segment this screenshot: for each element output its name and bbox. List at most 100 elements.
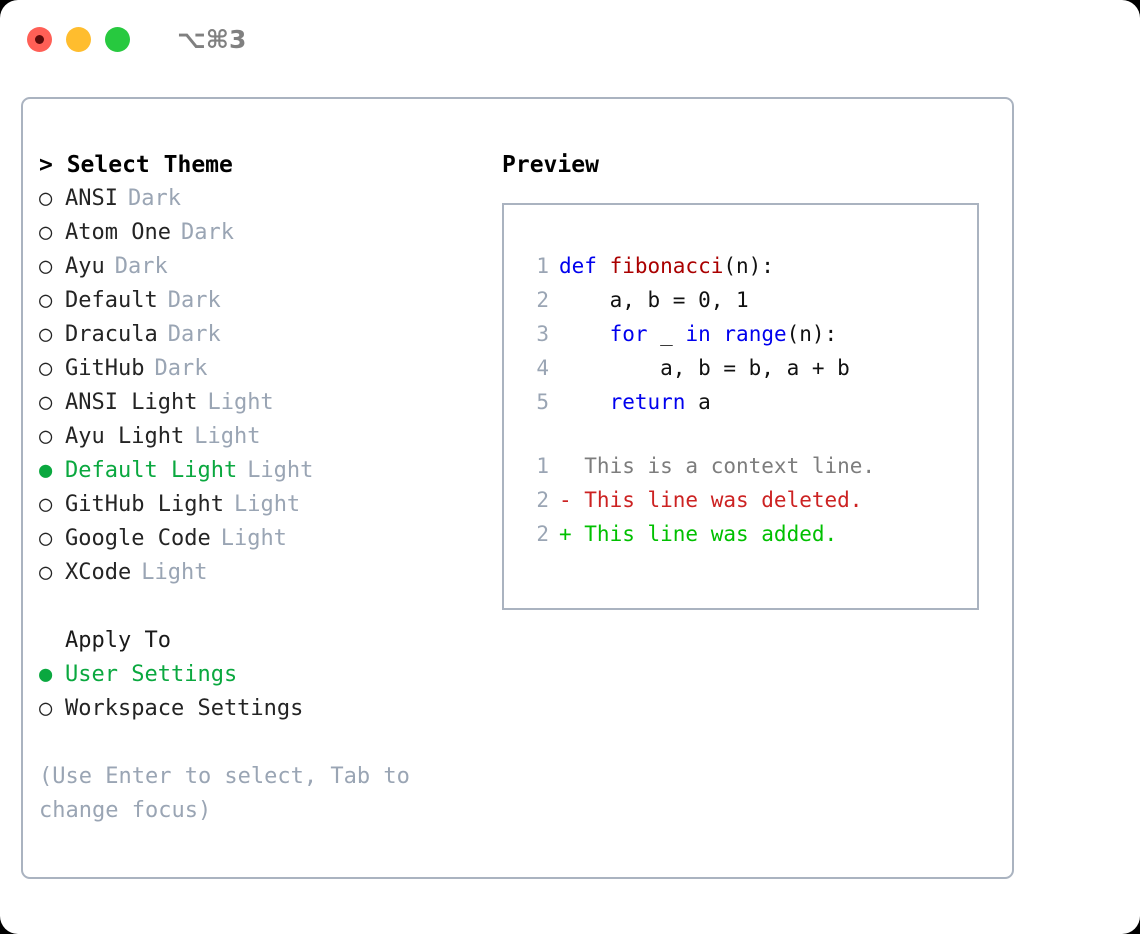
theme-option-tag: Light (194, 424, 261, 449)
code-token-txt (711, 322, 724, 346)
radio-selected-icon: ● (39, 662, 53, 687)
theme-option-tag: Dark (167, 322, 221, 347)
line-number: 2 (536, 288, 549, 312)
code-line: 4 a, b = b, a + b (523, 351, 969, 385)
theme-option-default[interactable]: ○ Default Dark (39, 284, 489, 318)
theme-option-google-code[interactable]: ○ Google Code Light (39, 522, 489, 556)
code-token-del: - This line was deleted. (559, 488, 863, 512)
radio-unselected-icon: ○ (39, 390, 53, 415)
title-bar: ⌥⌘3 (0, 0, 1140, 78)
theme-option-label: GitHub Light (65, 492, 224, 517)
line-number: 2 (536, 488, 549, 512)
theme-option-tag: Dark (127, 186, 181, 211)
apply-to-option-label: User Settings (65, 662, 238, 687)
theme-option-tag: Light (207, 390, 274, 415)
theme-option-label: Atom One (65, 220, 171, 245)
line-number: 1 (536, 254, 549, 278)
radio-unselected-icon: ○ (39, 560, 53, 585)
diff-line: 1 This is a context line. (523, 449, 969, 483)
theme-option-tag: Dark (180, 220, 234, 245)
radio-unselected-icon: ○ (39, 186, 53, 211)
preview-title: Preview (502, 152, 599, 178)
radio-unselected-icon: ○ (39, 696, 53, 721)
code-token-kw: for (609, 322, 648, 346)
apply-to-list[interactable]: ● User Settings ○Workspace Settings (39, 658, 489, 726)
theme-option-label: Ayu (65, 254, 105, 279)
theme-option-ayu[interactable]: ○ Ayu Dark (39, 250, 489, 284)
code-token-kw: return (609, 390, 686, 414)
hint-spacer (39, 726, 489, 760)
code-token-ctx: This is a context line. (559, 454, 876, 478)
theme-option-ansi[interactable]: ○ ANSI Dark (39, 182, 489, 216)
radio-unselected-icon: ○ (39, 322, 53, 347)
code-token-txt: a (685, 390, 711, 414)
theme-option-ayu-light[interactable]: ○ Ayu Light Light (39, 420, 489, 454)
minimize-button[interactable] (66, 26, 91, 52)
diff-sample: 1 This is a context line. 2 - This line wa… (523, 449, 969, 551)
theme-option-ansi-light[interactable]: ○ ANSI Light Light (39, 386, 489, 420)
radio-unselected-icon: ○ (39, 492, 53, 517)
code-token-txt: a, b = b, a + b (559, 356, 850, 380)
maximize-button[interactable] (105, 26, 130, 52)
theme-option-github-light[interactable]: ○ GitHub Light Light (39, 488, 489, 522)
select-theme-header: > Select Theme (39, 152, 233, 178)
line-number: 3 (536, 322, 549, 346)
theme-option-label: Ayu Light (65, 424, 185, 449)
theme-option-dracula[interactable]: ○ Dracula Dark (39, 318, 489, 352)
theme-option-label: Google Code (65, 526, 211, 551)
code-token-txt: (n): (786, 322, 838, 346)
line-number: 1 (536, 454, 549, 478)
theme-option-tag: Light (247, 458, 314, 483)
code-token-kw: in (685, 322, 711, 346)
theme-option-label: ANSI (65, 186, 118, 211)
apply-to-option-user-settings[interactable]: ● User Settings (39, 658, 489, 692)
radio-unselected-icon: ○ (39, 356, 53, 381)
code-diff-gap (523, 419, 969, 449)
theme-option-tag: Dark (114, 254, 168, 279)
theme-option-xcode[interactable]: ○ XCode Light (39, 556, 489, 590)
window-controls (27, 26, 130, 52)
line-number: 2 (536, 522, 549, 546)
theme-option-tag: Light (233, 492, 301, 517)
theme-option-label: Default (65, 288, 158, 313)
keyboard-hint-text: (Use Enter to select, Tab to change focu… (39, 764, 410, 823)
code-line: 3 for _ in range(n): (523, 317, 969, 351)
code-token-kw: range (723, 322, 787, 346)
radio-unselected-icon: ○ (39, 220, 53, 245)
code-token-txt: (n): (723, 254, 774, 278)
code-token-txt: a, b = 0, 1 (559, 288, 749, 312)
diff-line: 2+ This line was added. (523, 517, 969, 551)
code-token-txt (559, 390, 610, 414)
apply-to-option-workspace-settings[interactable]: ○Workspace Settings (39, 692, 489, 726)
radio-unselected-icon: ○ (39, 288, 53, 313)
close-button[interactable] (27, 26, 52, 52)
list-spacer (39, 590, 489, 624)
theme-option-label: Dracula (65, 322, 158, 347)
radio-unselected-icon: ○ (39, 526, 53, 551)
code-line: 2 a, b = 0, 1 (523, 283, 969, 317)
code-token-txt (559, 322, 610, 346)
theme-option-tag: Light (141, 560, 208, 585)
radio-unselected-icon: ○ (39, 254, 53, 279)
theme-option-atom-one[interactable]: ○ Atom One Dark (39, 216, 489, 250)
line-number: 4 (536, 356, 549, 380)
code-token-txt: _ (647, 322, 686, 346)
code-line: 5 return a (523, 385, 969, 419)
theme-option-tag: Dark (167, 288, 221, 313)
theme-option-label: GitHub (65, 356, 145, 381)
theme-option-tag: Light (220, 526, 287, 551)
radio-unselected-icon: ○ (39, 424, 53, 449)
theme-option-label: Default Light (65, 458, 238, 483)
theme-option-label: XCode (65, 560, 132, 585)
theme-option-label: ANSI Light (65, 390, 198, 415)
